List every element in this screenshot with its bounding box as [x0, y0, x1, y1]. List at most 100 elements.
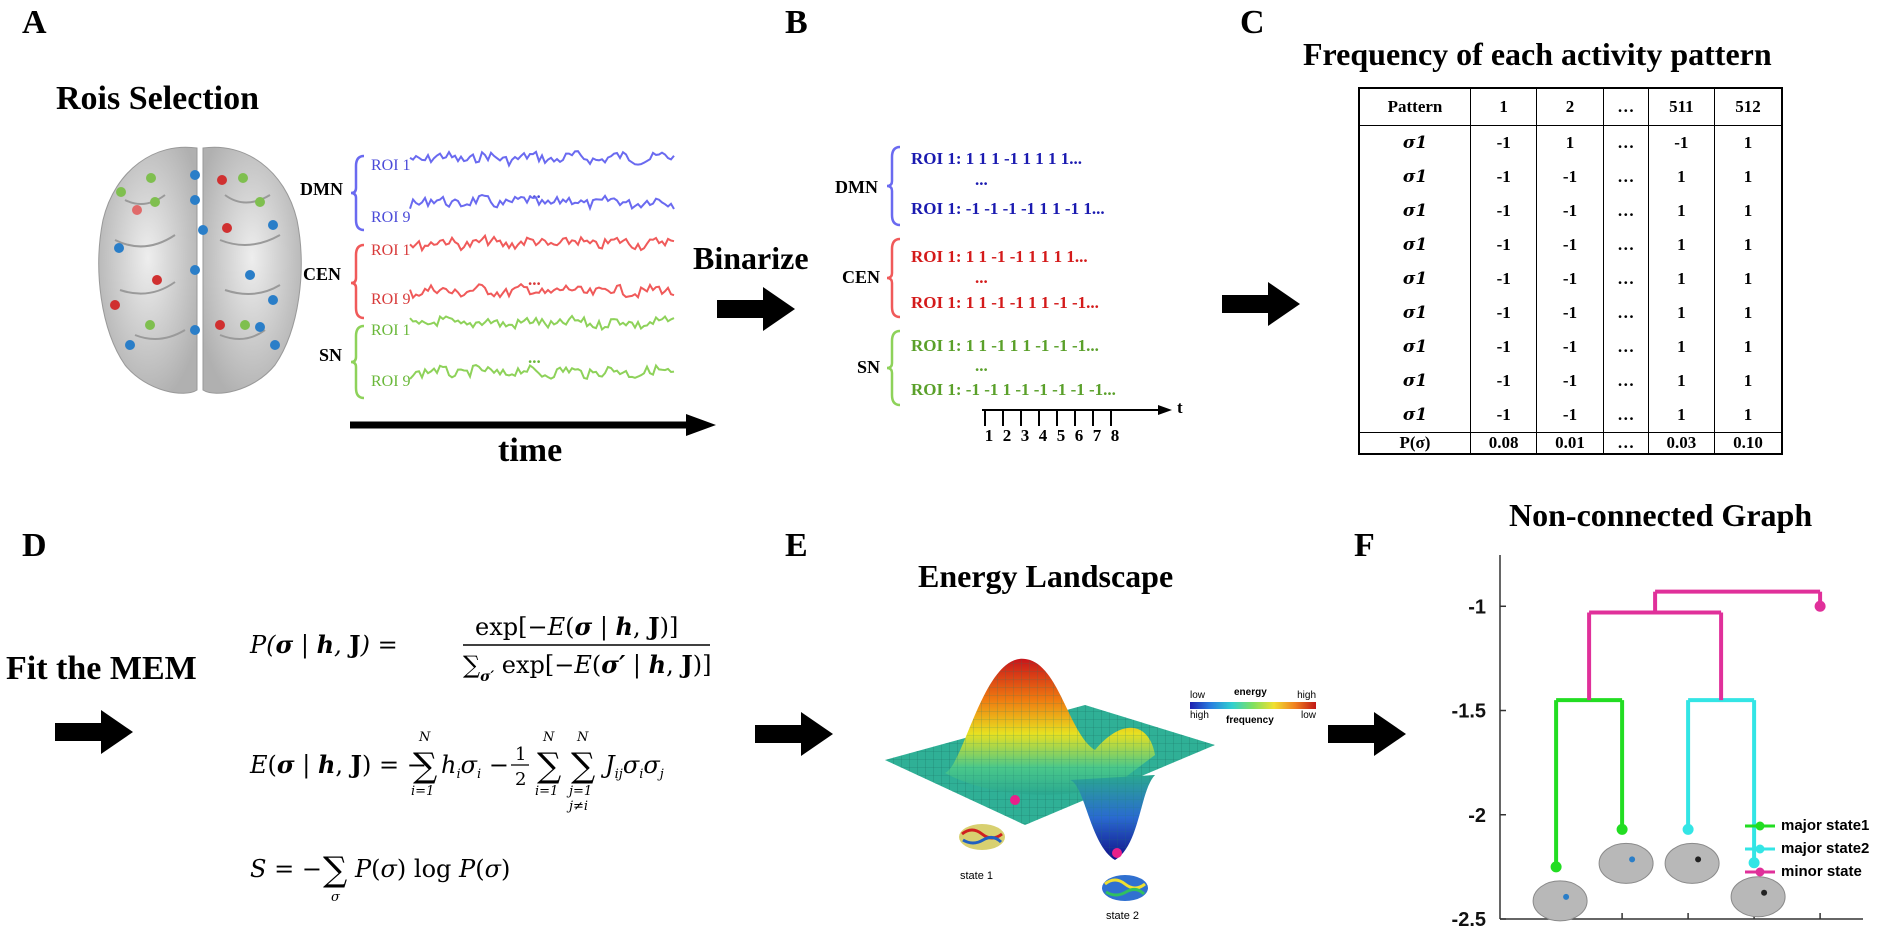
binarize-label: Binarize — [693, 240, 809, 276]
b-cen-line2: ROI 1: 1 1 -1 -1 1 1 -1 -1... — [911, 293, 1099, 312]
legend-item-major-state2: major state2 — [1745, 839, 1875, 859]
table-cell: 1 — [1647, 397, 1715, 433]
svg-text:N: N — [418, 730, 431, 745]
sn-signal-line — [409, 363, 675, 381]
b-tick: 5 — [1056, 426, 1066, 445]
table-header-row: Pattern 1 2 … 511 512 — [1358, 88, 1782, 126]
table-cell: -1 — [1536, 262, 1604, 296]
fit-mem-title: Fit the MEM — [6, 650, 197, 687]
table-cell: -1 — [1469, 295, 1537, 330]
table-cell: 1 — [1714, 329, 1782, 364]
table-header-cell: 2 — [1536, 88, 1604, 126]
b-tick: 8 — [1110, 426, 1120, 445]
dendrogram-legend: major state1 major state2 minor state — [1745, 816, 1875, 900]
arrow-b-to-c — [1222, 282, 1300, 326]
table-cell: -1 — [1469, 194, 1537, 229]
svg-text:N: N — [576, 730, 589, 745]
svg-text:Jijσiσj: Jijσiσj — [600, 751, 664, 782]
table-cell: 1 — [1714, 228, 1782, 263]
cen-signal-line — [409, 282, 675, 300]
b-sn-label: SN — [857, 357, 881, 377]
table-cell: 1 — [1714, 397, 1782, 433]
leaf-brain-marker — [1629, 856, 1636, 863]
network-brackets-a — [350, 154, 365, 400]
table-cell: … — [1602, 363, 1649, 398]
table-cell: 1 — [1536, 125, 1604, 161]
table-cell: … — [1602, 125, 1649, 161]
svg-text:∑σ′ exp[−E(σ′ | h, J)]: ∑σ′ exp[−E(σ′ | h, J)] — [463, 650, 711, 685]
dmn-roi-bottom-label: ROI 9 — [371, 209, 411, 226]
leaf-brain-marker — [1761, 889, 1768, 896]
svg-text:hiσi −: hiσi − — [441, 751, 509, 782]
svg-text:j≠i: j≠i — [566, 799, 588, 814]
sn-signal-line — [409, 314, 675, 332]
panel-label-c: C — [1240, 4, 1265, 41]
b-time-axis — [982, 405, 1172, 426]
table-cell: -1 — [1536, 295, 1604, 330]
state2-label: state 2 — [1106, 910, 1140, 922]
b-sn-line1: ROI 1: 1 1 -1 1 1 -1 -1 -1... — [911, 336, 1099, 355]
b-cen-line1: ROI 1: 1 1 -1 -1 1 1 1 1... — [911, 247, 1088, 266]
table-cell: -1 — [1469, 228, 1537, 263]
table-footer-row: P(σ) 0.08 0.01 … 0.03 0.10 — [1358, 432, 1782, 454]
leaf-marker — [1682, 823, 1694, 835]
table-header-cell: 511 — [1647, 88, 1715, 126]
svg-text:∑: ∑ — [323, 850, 347, 890]
b-cen-ellipsis: ... — [975, 268, 988, 287]
table-cell: … — [1602, 194, 1649, 229]
binarize-arrow — [717, 287, 795, 331]
table-cell: 1 — [1714, 262, 1782, 296]
b-dmn-line2: ROI 1: -1 -1 -1 -1 1 1 -1 1... — [911, 199, 1105, 218]
svg-text:∑: ∑ — [413, 746, 437, 786]
energy-landscape-surface-image — [885, 658, 1215, 860]
leaf-marker — [1814, 600, 1826, 612]
b-dmn-label: DMN — [835, 177, 878, 197]
colorbar-top-left: low — [1190, 690, 1206, 701]
table-cell: σ1 — [1358, 228, 1471, 263]
cen-signal-line — [409, 233, 675, 253]
leaf-brain-image — [1664, 842, 1720, 884]
arrow-e-to-f — [1328, 712, 1406, 756]
mem-formulas-image: P(σ | h, J) = exp[−E(σ | h, J)] ∑σ′ exp[… — [249, 612, 711, 905]
b-tick: 1 — [984, 426, 994, 445]
table-cell: σ1 — [1358, 160, 1471, 195]
svg-text:i=1: i=1 — [535, 784, 558, 799]
table-cell: P(σ) — [1358, 432, 1471, 454]
table-header-cell: Pattern — [1358, 88, 1471, 126]
state1-brain-image — [959, 824, 1005, 850]
b-tick: 4 — [1038, 426, 1048, 445]
time-label: time — [498, 432, 563, 469]
table-cell: -1 — [1536, 194, 1604, 229]
cen-roi-top-label: ROI 1 — [371, 242, 411, 259]
table-cell: 1 — [1647, 160, 1715, 195]
table-cell: … — [1602, 160, 1649, 195]
svg-text:exp[−E(σ | h, J)]: exp[−E(σ | h, J)] — [475, 612, 678, 642]
table-header-cell: … — [1602, 88, 1649, 126]
table-cell: -1 — [1536, 329, 1604, 364]
table-cell: … — [1602, 432, 1649, 454]
table-cell: σ1 — [1358, 363, 1471, 398]
sn-roi-top-label: ROI 1 — [371, 322, 411, 339]
y-tick-label: -2 — [1468, 805, 1486, 827]
leaf-brain-image — [1730, 876, 1786, 918]
b-cen-label: CEN — [842, 267, 881, 287]
table-cell: 1 — [1714, 295, 1782, 330]
state1-marker — [1010, 795, 1020, 805]
sn-ellipsis: ... — [528, 348, 541, 367]
table-cell: σ1 — [1358, 397, 1471, 433]
roi-time-series — [409, 150, 675, 381]
table-cell: -1 — [1469, 262, 1537, 296]
panel-label-f: F — [1354, 527, 1375, 564]
svg-text:2: 2 — [515, 769, 526, 790]
panel-label-d: D — [22, 527, 47, 564]
colorbar-bottom-left: high — [1190, 710, 1209, 721]
leaf-brain-marker — [1563, 893, 1570, 900]
svg-text:P(σ | h, J) =: P(σ | h, J) = — [249, 630, 398, 660]
dendrogram-title: Non-connected Graph — [1509, 497, 1813, 533]
legend-label: major state1 — [1781, 817, 1870, 834]
svg-text:σ: σ — [331, 890, 341, 905]
